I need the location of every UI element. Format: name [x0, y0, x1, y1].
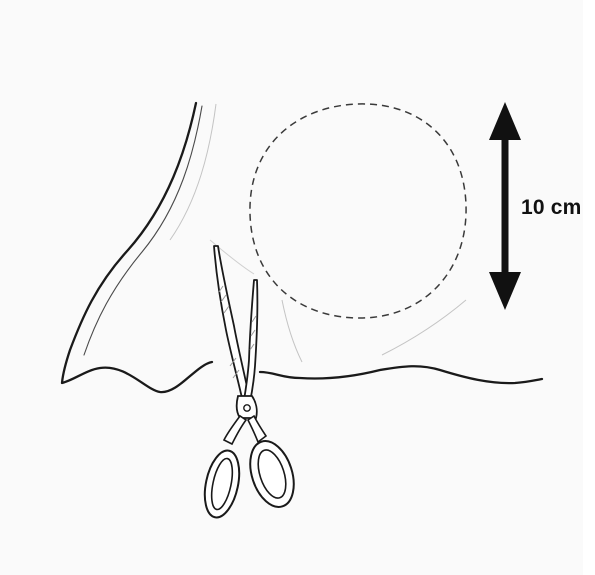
scissors-shank-right [248, 416, 266, 442]
guide-line-right [382, 300, 466, 355]
scissors-screw [244, 405, 250, 411]
scissors-blade-left [214, 246, 249, 398]
guide-line-center [282, 300, 302, 362]
scissors-handle-left [199, 447, 244, 520]
measurement-label: 10 cm [521, 196, 582, 220]
dashed-excision-circle [250, 104, 466, 318]
scissors-blade-right [244, 280, 257, 402]
scissors-icon [199, 246, 301, 521]
image-edge-strip [583, 0, 595, 575]
scissors-shank-left [224, 416, 246, 444]
guide-line-left [170, 104, 216, 240]
scissors-handle-right [242, 435, 301, 512]
body-outline [62, 103, 212, 392]
bottom-wavy-edge [260, 366, 542, 383]
double-arrow-icon [489, 102, 521, 310]
